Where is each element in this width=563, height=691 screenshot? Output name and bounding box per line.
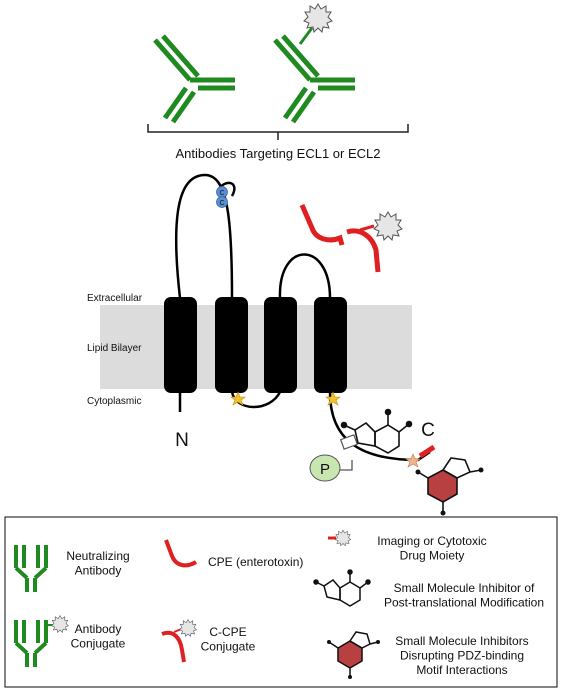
legend-pdz-inhibitor-icon (327, 631, 380, 679)
disulfide-c-bottom: C (219, 200, 224, 207)
ptm-site-star (325, 391, 341, 406)
legend-box (4, 516, 558, 688)
tm-helix-3 (264, 297, 297, 393)
antibody-bracket (147, 124, 409, 140)
c-terminus-label: C (421, 420, 435, 441)
pdz-motif-star (405, 453, 421, 468)
legend-cpe-label: CPE (enterotoxin) (208, 555, 303, 569)
lipid-bilayer (100, 305, 412, 389)
cytoplasmic-label: Cytoplasmic (87, 396, 141, 407)
cpe-enterotoxin-icon (299, 204, 345, 246)
extracellular-label: Extracellular (87, 293, 143, 304)
phospho-label: P (320, 461, 330, 478)
disulfide-bond: C C (216, 186, 228, 208)
legend-ptm-inhibitor-icon (313, 569, 371, 607)
tm-helix-1 (164, 297, 197, 393)
phosphorylation-site: P (309, 434, 359, 482)
antibody-conjugate-icon (273, 3, 355, 124)
legend-neutralizing-antibody-icon (14, 545, 48, 592)
c-cpe-conjugate-icon (346, 211, 403, 273)
tm-helix-4 (314, 297, 347, 393)
ptm-site-star (230, 391, 246, 406)
pdz-binding-motif (418, 444, 436, 459)
neutralizing-antibody-icon (153, 34, 235, 124)
n-terminus-label: N (175, 430, 189, 451)
legend-imaging-moiety-icon (328, 530, 351, 546)
disulfide-c-top: C (219, 190, 224, 197)
transmembrane-helices (164, 297, 347, 393)
lipid-bilayer-label: Lipid Bilayer (87, 343, 142, 354)
bracket-label: Antibodies Targeting ECL1 or ECL2 (176, 146, 381, 161)
tm-helix-2 (215, 297, 248, 393)
ptm-inhibitor-molecule (340, 408, 413, 454)
legend-cpe-icon (164, 539, 198, 568)
legend-c-cpe-conjugate-icon (161, 619, 197, 663)
pdz-inhibitor-molecule (415, 457, 484, 516)
